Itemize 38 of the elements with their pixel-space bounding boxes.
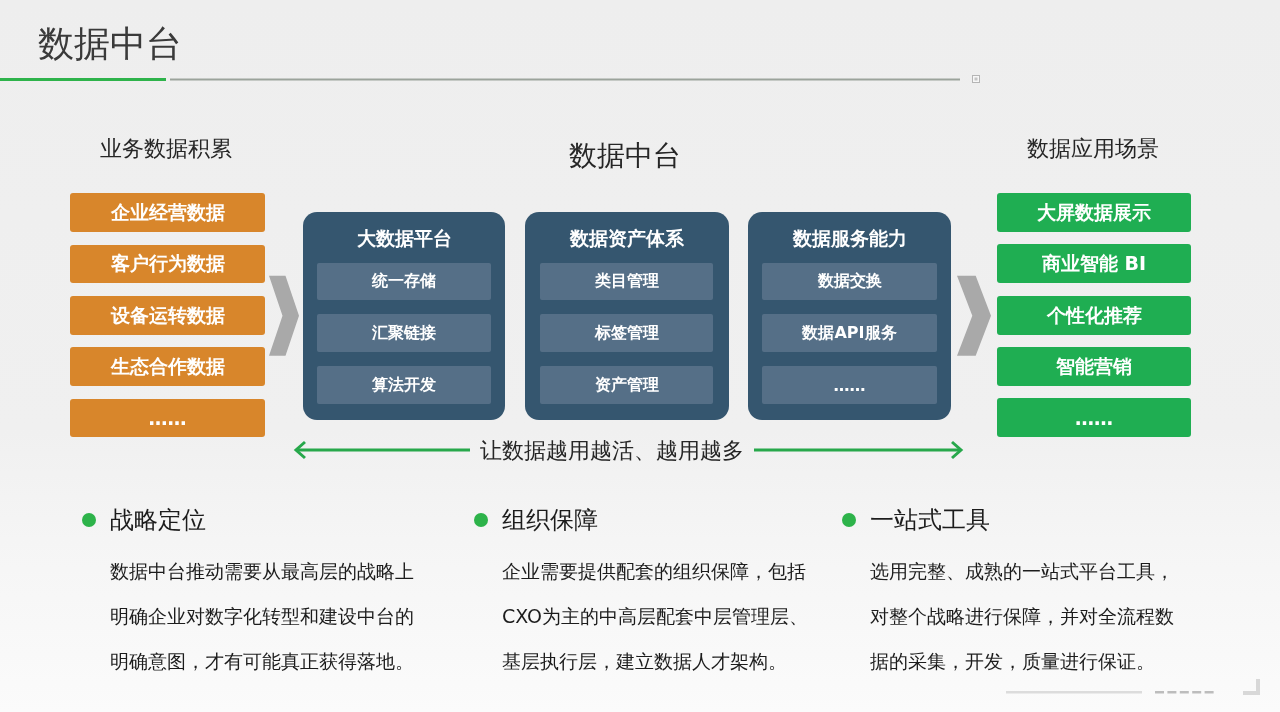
section-heading: 数据中台 bbox=[569, 137, 681, 174]
scenario-box: 大屏数据展示 bbox=[997, 193, 1191, 232]
bullet-heading: 一站式工具 bbox=[870, 505, 990, 536]
platform-panel bbox=[303, 212, 505, 420]
platform-panel bbox=[748, 212, 951, 420]
function-cell: 标签管理 bbox=[540, 314, 713, 352]
paragraph: 数据中台推动需要从最高层的战略上明确企业对数字化转型和建设中台的明确意图，才有可能真正获得落地。 bbox=[110, 559, 415, 674]
bullet-heading: 组织保障 bbox=[502, 505, 598, 536]
column-heading: 数据应用场景 bbox=[1027, 134, 1159, 163]
bullet-heading: 战略定位 bbox=[110, 505, 206, 536]
paragraph: 选用完整、成熟的一站式平台工具，对整个战略进行保障，并对全流程数据的采集，开发，质量进行保证。 bbox=[870, 559, 1175, 674]
function-cell: 算法开发 bbox=[317, 366, 491, 404]
data-source-box: 设备运转数据 bbox=[70, 296, 265, 335]
panel-title: 大数据平台 bbox=[356, 226, 452, 250]
function-cell: …… bbox=[762, 366, 937, 404]
data-source-box: 企业经营数据 bbox=[70, 193, 265, 232]
scenario-box: 智能营销 bbox=[997, 347, 1191, 386]
paragraph: 企业需要提供配套的组织保障，包括CXO为主的中高层配套中层管理层、基层执行层，建立数据人才架构。 bbox=[502, 559, 810, 674]
function-cell: 数据交换 bbox=[762, 263, 937, 300]
data-source-box: 生态合作数据 bbox=[70, 347, 265, 386]
chevron-arrow bbox=[269, 275, 299, 356]
scenario-box: 个性化推荐 bbox=[997, 296, 1191, 335]
panel-title: 数据资产体系 bbox=[570, 226, 684, 250]
data-source-box: …… bbox=[70, 399, 265, 437]
data-source-box: 客户行为数据 bbox=[70, 245, 265, 283]
arrow-caption: 让数据越用越活、越用越多 bbox=[480, 436, 744, 465]
chevron-arrow bbox=[957, 275, 991, 356]
function-cell: 类目管理 bbox=[540, 263, 713, 300]
function-cell: 数据API服务 bbox=[762, 314, 937, 352]
panel-title: 数据服务能力 bbox=[792, 226, 907, 250]
scenario-box: …… bbox=[997, 398, 1191, 437]
function-cell: 汇聚链接 bbox=[317, 314, 491, 352]
function-cell: 资产管理 bbox=[540, 366, 713, 404]
platform-panel bbox=[525, 212, 729, 420]
scenario-box: 商业智能 BI bbox=[997, 244, 1191, 283]
page-title: 数据中台 bbox=[38, 22, 182, 66]
function-cell: 统一存储 bbox=[317, 263, 491, 300]
column-heading: 业务数据积累 bbox=[100, 134, 232, 163]
